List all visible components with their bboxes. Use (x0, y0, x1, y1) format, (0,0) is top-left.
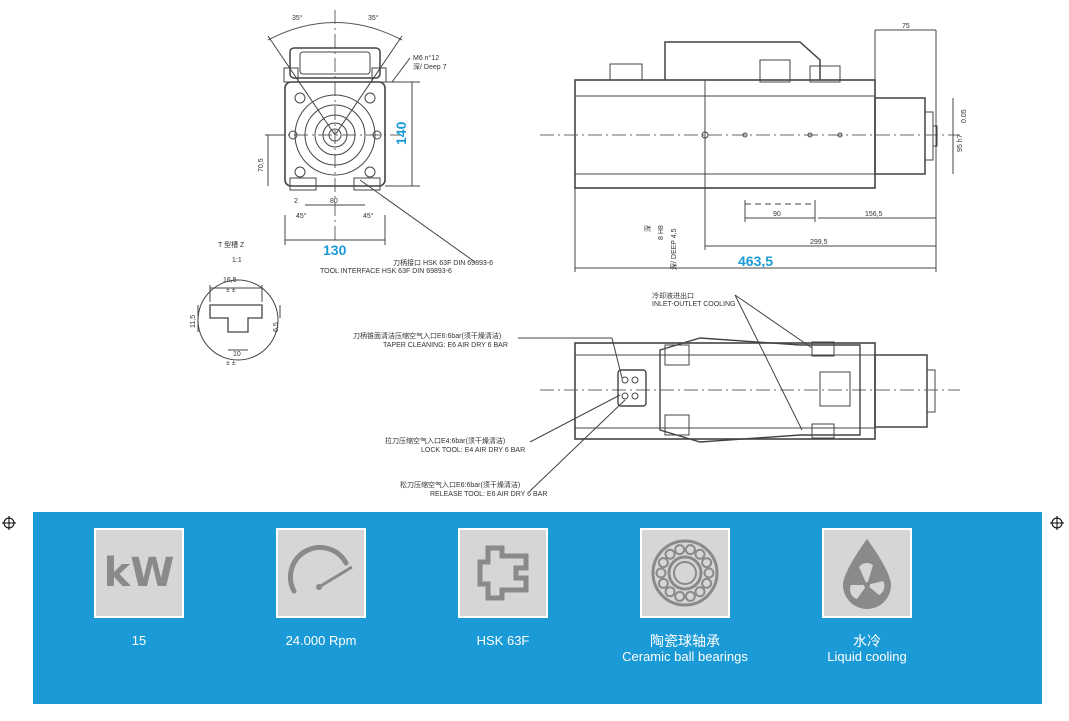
deep-note: 深/ DEEP 4,5 (669, 228, 678, 270)
feature-cooling: 水冷 Liquid cooling (777, 528, 957, 664)
angle-left-label: 35° (292, 14, 303, 22)
bearing-ball (684, 544, 696, 556)
bearing-ball (657, 557, 669, 569)
top-view (518, 294, 960, 492)
bearing-ball (701, 557, 713, 569)
dim-16-5: 16,5 (223, 277, 237, 284)
dim-299-5: 299,5 (810, 239, 828, 246)
release-en: RELEASE TOOL: E6 AIR DRY 6 BAR (430, 491, 547, 498)
feature-power: kW 15 (49, 528, 229, 649)
tol-bottom: ± ± (226, 360, 236, 367)
feature-interface-label: HSK 63F (476, 633, 530, 648)
tool-interface-cn: 刀柄接口 HSK 63F DIN 69893-6 (393, 258, 493, 267)
kw-icon: kW (94, 528, 184, 618)
feature-speed: 24.000 Rpm (231, 528, 411, 649)
inlet-en: INLET-OUTLET COOLING (652, 301, 736, 308)
taper-cn: 刀柄锥面清洁压缩空气入口E6:6bar(须干燥清洁) (353, 331, 501, 340)
liquid-cooling-icon (822, 528, 912, 618)
bearing-ball (674, 544, 686, 556)
angle-45-left: 45° (296, 212, 307, 220)
inlet-cn: 冷却液进出口 (652, 291, 694, 300)
t-slot-scale: 1:1 (232, 257, 242, 264)
bearing-ball (701, 577, 713, 589)
dim-156-5: 156,5 (865, 211, 883, 218)
thread-note-2: 深/ Deep 7 (413, 62, 447, 71)
feature-bearings-label-cn: 陶瓷球轴承 (650, 633, 720, 649)
bearing-ball (684, 590, 696, 602)
bearing-ball (703, 567, 715, 579)
t-slot-title: T 型槽 Z (218, 240, 245, 249)
dim-runout: 0.05 (961, 109, 968, 123)
lock-en: LOCK TOOL: E4 AIR DRY 6 BAR (421, 447, 525, 454)
bearing-ball (655, 567, 667, 579)
angle-45-right: 45° (363, 212, 374, 220)
t-slot-detail (197, 279, 281, 361)
dim-height-140: 140 (393, 121, 409, 145)
features-band: kW 15 24.000 Rpm HSK 63F (33, 512, 1042, 704)
feature-interface: HSK 63F (413, 528, 593, 649)
feature-speed-label: 24.000 Rpm (285, 633, 357, 648)
dim-10: 10 (233, 351, 241, 358)
bearing-ball (657, 577, 669, 589)
registration-mark-left-icon (2, 516, 16, 530)
registration-mark-right-icon (1050, 516, 1064, 530)
front-view (265, 10, 476, 263)
ceramic-bearing-icon (640, 528, 730, 618)
dim-6-5: 6,5 (273, 322, 280, 332)
bearing-ball (664, 586, 676, 598)
thread-note-1: M6 n°12 (413, 54, 439, 62)
feature-power-label: 15 (131, 633, 147, 648)
feature-bearings: 陶瓷球轴承 Ceramic ball bearings (595, 528, 775, 664)
taper-en: TAPER CLEANING: E6 AIR DRY 6 BAR (383, 342, 508, 349)
speedometer-icon (276, 528, 366, 618)
dim-70-5: 70,5 (258, 158, 265, 172)
side-view (540, 29, 960, 272)
tol-top: ± ± (226, 287, 236, 294)
dim-total-463-5: 463,5 (738, 253, 773, 269)
dim-90: 90 (773, 211, 781, 218)
feature-cooling-label-en: Liquid cooling (827, 649, 907, 664)
dim-95h7: 95 h7 (957, 134, 964, 152)
bearing-ball (694, 548, 706, 560)
bearing-ball (674, 590, 686, 602)
dim-75: 75 (902, 23, 910, 30)
hole-note-2: 8 H8 (658, 225, 665, 240)
angle-right-label: 35° (368, 14, 379, 22)
hole-note-1: 深 (643, 225, 652, 232)
dim-80: 80 (330, 198, 338, 205)
dim-width-130: 130 (323, 242, 347, 258)
feature-cooling-label-cn: 水冷 (853, 633, 881, 649)
release-cn: 松刀压缩空气入口E6:6bar(须干燥清洁) (400, 480, 520, 489)
technical-drawing: 35° 35° M6 n°12 深/ Deep 7 70,5 80 2 45° … (190, 10, 968, 498)
hsk-interface-icon (458, 528, 548, 618)
feature-bearings-label-en: Ceramic ball bearings (622, 649, 748, 664)
bearing-ball (664, 548, 676, 560)
dim-11-5: 11,5 (190, 315, 197, 328)
dim-2: 2 (294, 198, 298, 205)
lock-cn: 拉刀压缩空气入口E4:6bar(须干燥清洁) (385, 436, 505, 445)
bearing-ball (694, 586, 706, 598)
tool-interface-en: TOOL INTERFACE HSK 63F DIN 69893-6 (320, 268, 452, 275)
